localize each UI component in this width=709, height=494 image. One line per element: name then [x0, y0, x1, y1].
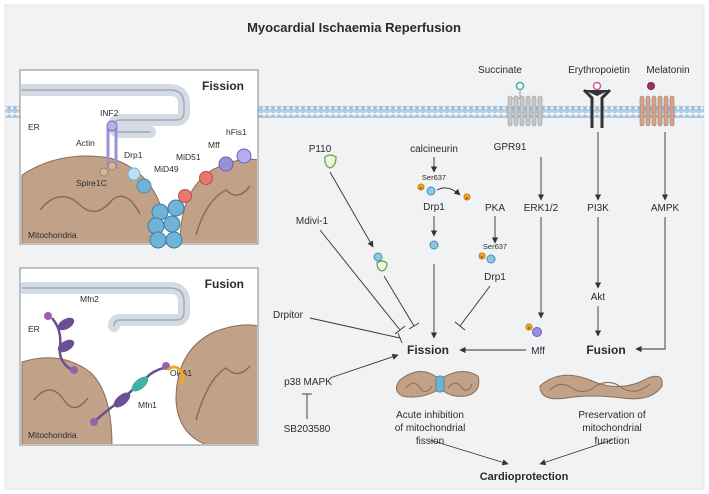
- gpr91-label: GPR91: [494, 142, 527, 153]
- inf2-label: INF2: [100, 108, 119, 118]
- gpr91-receptor: [507, 81, 543, 127]
- phospho-icon-a: [417, 183, 425, 191]
- drpitor-label: Drpitor: [273, 310, 304, 321]
- pi3k-label: PI3K: [587, 203, 609, 214]
- phospho-icon-mff: [525, 323, 533, 331]
- mitochondria-label-fission: Mitochondria: [28, 230, 77, 240]
- arrow-p38-fission: [329, 353, 399, 379]
- fission-panel-title: Fission: [202, 79, 244, 93]
- p38-label: p38 MAPK: [284, 377, 332, 388]
- arrow-fission-cardioprotection: [429, 439, 509, 466]
- arrow-fusion-cardioprotection: [539, 439, 613, 466]
- drp1-p110-complex-icon: [376, 260, 388, 272]
- p110-label: P110: [309, 144, 332, 155]
- hfis1-protein: [236, 148, 252, 164]
- fusion-mitochondrion-right: [175, 324, 257, 444]
- fusion-panel: Fusion ER Mfn2 OPA1 Mfn1 Mitochondria: [19, 267, 259, 446]
- fission-label: Fission: [407, 343, 449, 357]
- drp1-label-a: Drp1: [423, 202, 445, 213]
- fragmented-mitochondrion: [396, 371, 480, 398]
- fusion-mitochondrion-left: [21, 357, 113, 444]
- mid49-label: MiD49: [154, 164, 179, 174]
- ser637-label-a: Ser637: [422, 173, 446, 182]
- phospho-p-a: P: [420, 186, 423, 191]
- phospho-p-mff: P: [528, 326, 531, 331]
- er-label-fusion: ER: [28, 324, 40, 334]
- outcome-fusion-line2: mitochondrial: [582, 423, 641, 434]
- inhibit-drpitor: [309, 317, 401, 339]
- melatonin-receptor: [639, 82, 675, 127]
- elongated-mitochondrion: [539, 374, 663, 400]
- arrow-p110-complex: [329, 171, 374, 248]
- sb203580-label: SB203580: [284, 424, 331, 435]
- er-label-fission: ER: [28, 122, 40, 132]
- mfn2-label: Mfn2: [80, 294, 99, 304]
- outcome-fusion-line1: Preservation of: [578, 410, 645, 421]
- mff-dot: [532, 327, 542, 337]
- pka-label: PKA: [485, 203, 505, 214]
- akt-label: Akt: [591, 292, 606, 303]
- pathway-arrows: [302, 132, 669, 466]
- melatonin-label: Melatonin: [646, 65, 689, 76]
- fusion-label: Fusion: [586, 343, 625, 357]
- cardioprotection-label: Cardioprotection: [480, 471, 569, 483]
- spire1c-label: Spire1C: [76, 178, 107, 188]
- mfn1-label: Mfn1: [138, 400, 157, 410]
- inhibit-complex-fission: [383, 275, 415, 327]
- opa1-protein: [166, 365, 185, 386]
- outcome-fusion-line3: function: [594, 436, 629, 447]
- drp1-label-fission: Drp1: [124, 150, 143, 160]
- mff-label-fission: Mff: [208, 140, 220, 150]
- drp1-ring: [147, 199, 185, 249]
- drp1-p110-complex-dot: [373, 252, 383, 262]
- inhibit-drp1-fission: [459, 285, 491, 327]
- mff-label-pathway: Mff: [531, 346, 545, 357]
- ampk-label: AMPK: [651, 203, 680, 214]
- fusion-panel-title: Fusion: [205, 277, 244, 291]
- inf2-protein: [106, 120, 118, 132]
- arrow-ampk-fusion: [635, 217, 666, 353]
- mdivi1-label: Mdivi-1: [296, 216, 329, 227]
- mff-protein: [218, 156, 234, 172]
- drp1-monomer-b: [136, 178, 152, 194]
- arrow-dephosphorylation: [436, 187, 461, 196]
- inhibit-mdivi1: [319, 229, 401, 331]
- mid51-protein: [178, 189, 192, 203]
- drp1-label-b: Drp1: [484, 272, 506, 283]
- actin-protein: [107, 161, 117, 171]
- phospho-icon-b: [478, 252, 486, 260]
- calcineurin-label: calcineurin: [410, 144, 458, 155]
- mfn2-tether: [44, 312, 78, 374]
- outcome-fission-line1: Acute inhibition: [396, 410, 464, 421]
- phospho-p-a2: P: [466, 196, 469, 201]
- mitochondrion-right: [179, 158, 257, 243]
- p110-icon: [324, 154, 337, 169]
- drp1-dot-a: [426, 186, 436, 196]
- succinate-label: Succinate: [478, 65, 522, 76]
- actin-label: Actin: [76, 138, 95, 148]
- fission-panel: Fission ER INF2 Actin Spire1C Drp1 MiD49…: [19, 69, 259, 249]
- mitochondria-label-fusion: Mitochondria: [28, 430, 77, 440]
- outcome-fission-line3: fission: [416, 436, 444, 447]
- drp1-dot-c: [486, 254, 496, 264]
- hfis1-label: hFis1: [226, 127, 247, 137]
- mfn1-tether: [90, 362, 170, 426]
- phospho-p-b: P: [481, 255, 484, 260]
- epo-receptor: [582, 81, 612, 128]
- ser637-label-b: Ser637: [483, 242, 507, 251]
- phospho-icon-a2: [463, 193, 471, 201]
- mid51-label: MiD51: [176, 152, 201, 162]
- outcome-fission-line2: of mitochondrial: [395, 423, 466, 434]
- erythropoietin-label: Erythropoietin: [568, 65, 630, 76]
- drp1-dot-b: [429, 240, 439, 250]
- erk12-label: ERK1/2: [524, 203, 559, 214]
- diagram-title: Myocardial Ischaemia Reperfusion: [247, 20, 461, 35]
- mid51-protein-b: [199, 171, 213, 185]
- drp1-monomer-a: [127, 167, 141, 181]
